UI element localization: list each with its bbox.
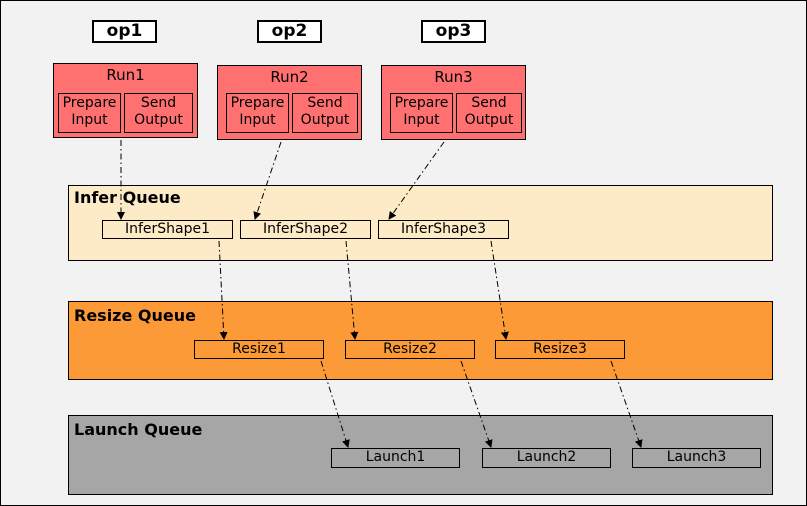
run1-title: Run1 (106, 66, 145, 84)
infershape3-task: InferShape3 (378, 220, 509, 239)
run1-send-output: Send Output (124, 93, 193, 133)
launch1-task: Launch1 (331, 448, 460, 468)
arrow-infershape1-to-resize1 (218, 240, 228, 340)
launch3-task: Launch3 (632, 448, 761, 468)
run3-send-output: Send Output (456, 93, 522, 133)
run2-title: Run2 (270, 68, 309, 86)
resize3-task: Resize3 (495, 340, 625, 359)
run1-prepare-input: Prepare Input (58, 93, 121, 133)
arrow-resize2-to-launch2 (460, 360, 493, 448)
op2-label: op2 (257, 20, 322, 43)
infershape1-task: InferShape1 (102, 220, 233, 239)
run2-box: Run2 Prepare Input Send Output (217, 65, 362, 140)
arrow-resize1-to-launch1 (320, 360, 350, 448)
infershape2-task: InferShape2 (240, 220, 371, 239)
op1-label: op1 (92, 20, 157, 43)
arrow-infershape2-to-resize2 (345, 240, 359, 340)
run3-box: Run3 Prepare Input Send Output (381, 65, 526, 140)
launch2-task: Launch2 (482, 448, 611, 468)
resize2-task: Resize2 (345, 340, 475, 359)
run3-prepare-input: Prepare Input (390, 93, 453, 133)
arrow-infershape3-to-resize3 (490, 240, 509, 340)
run1-box: Run1 Prepare Input Send Output (53, 63, 198, 138)
infer-queue-title: Infer Queue (74, 188, 181, 207)
op3-label: op3 (421, 20, 486, 43)
resize1-task: Resize1 (194, 340, 324, 359)
arrow-resize3-to-launch3 (610, 360, 643, 448)
launch-queue-title: Launch Queue (74, 420, 203, 439)
run3-title: Run3 (434, 68, 473, 86)
run2-send-output: Send Output (292, 93, 358, 133)
resize-queue-title: Resize Queue (74, 306, 196, 325)
arrow-run3-to-infershape3 (388, 141, 445, 220)
run2-prepare-input: Prepare Input (226, 93, 289, 133)
arrow-run2-to-infershape2 (253, 141, 282, 220)
